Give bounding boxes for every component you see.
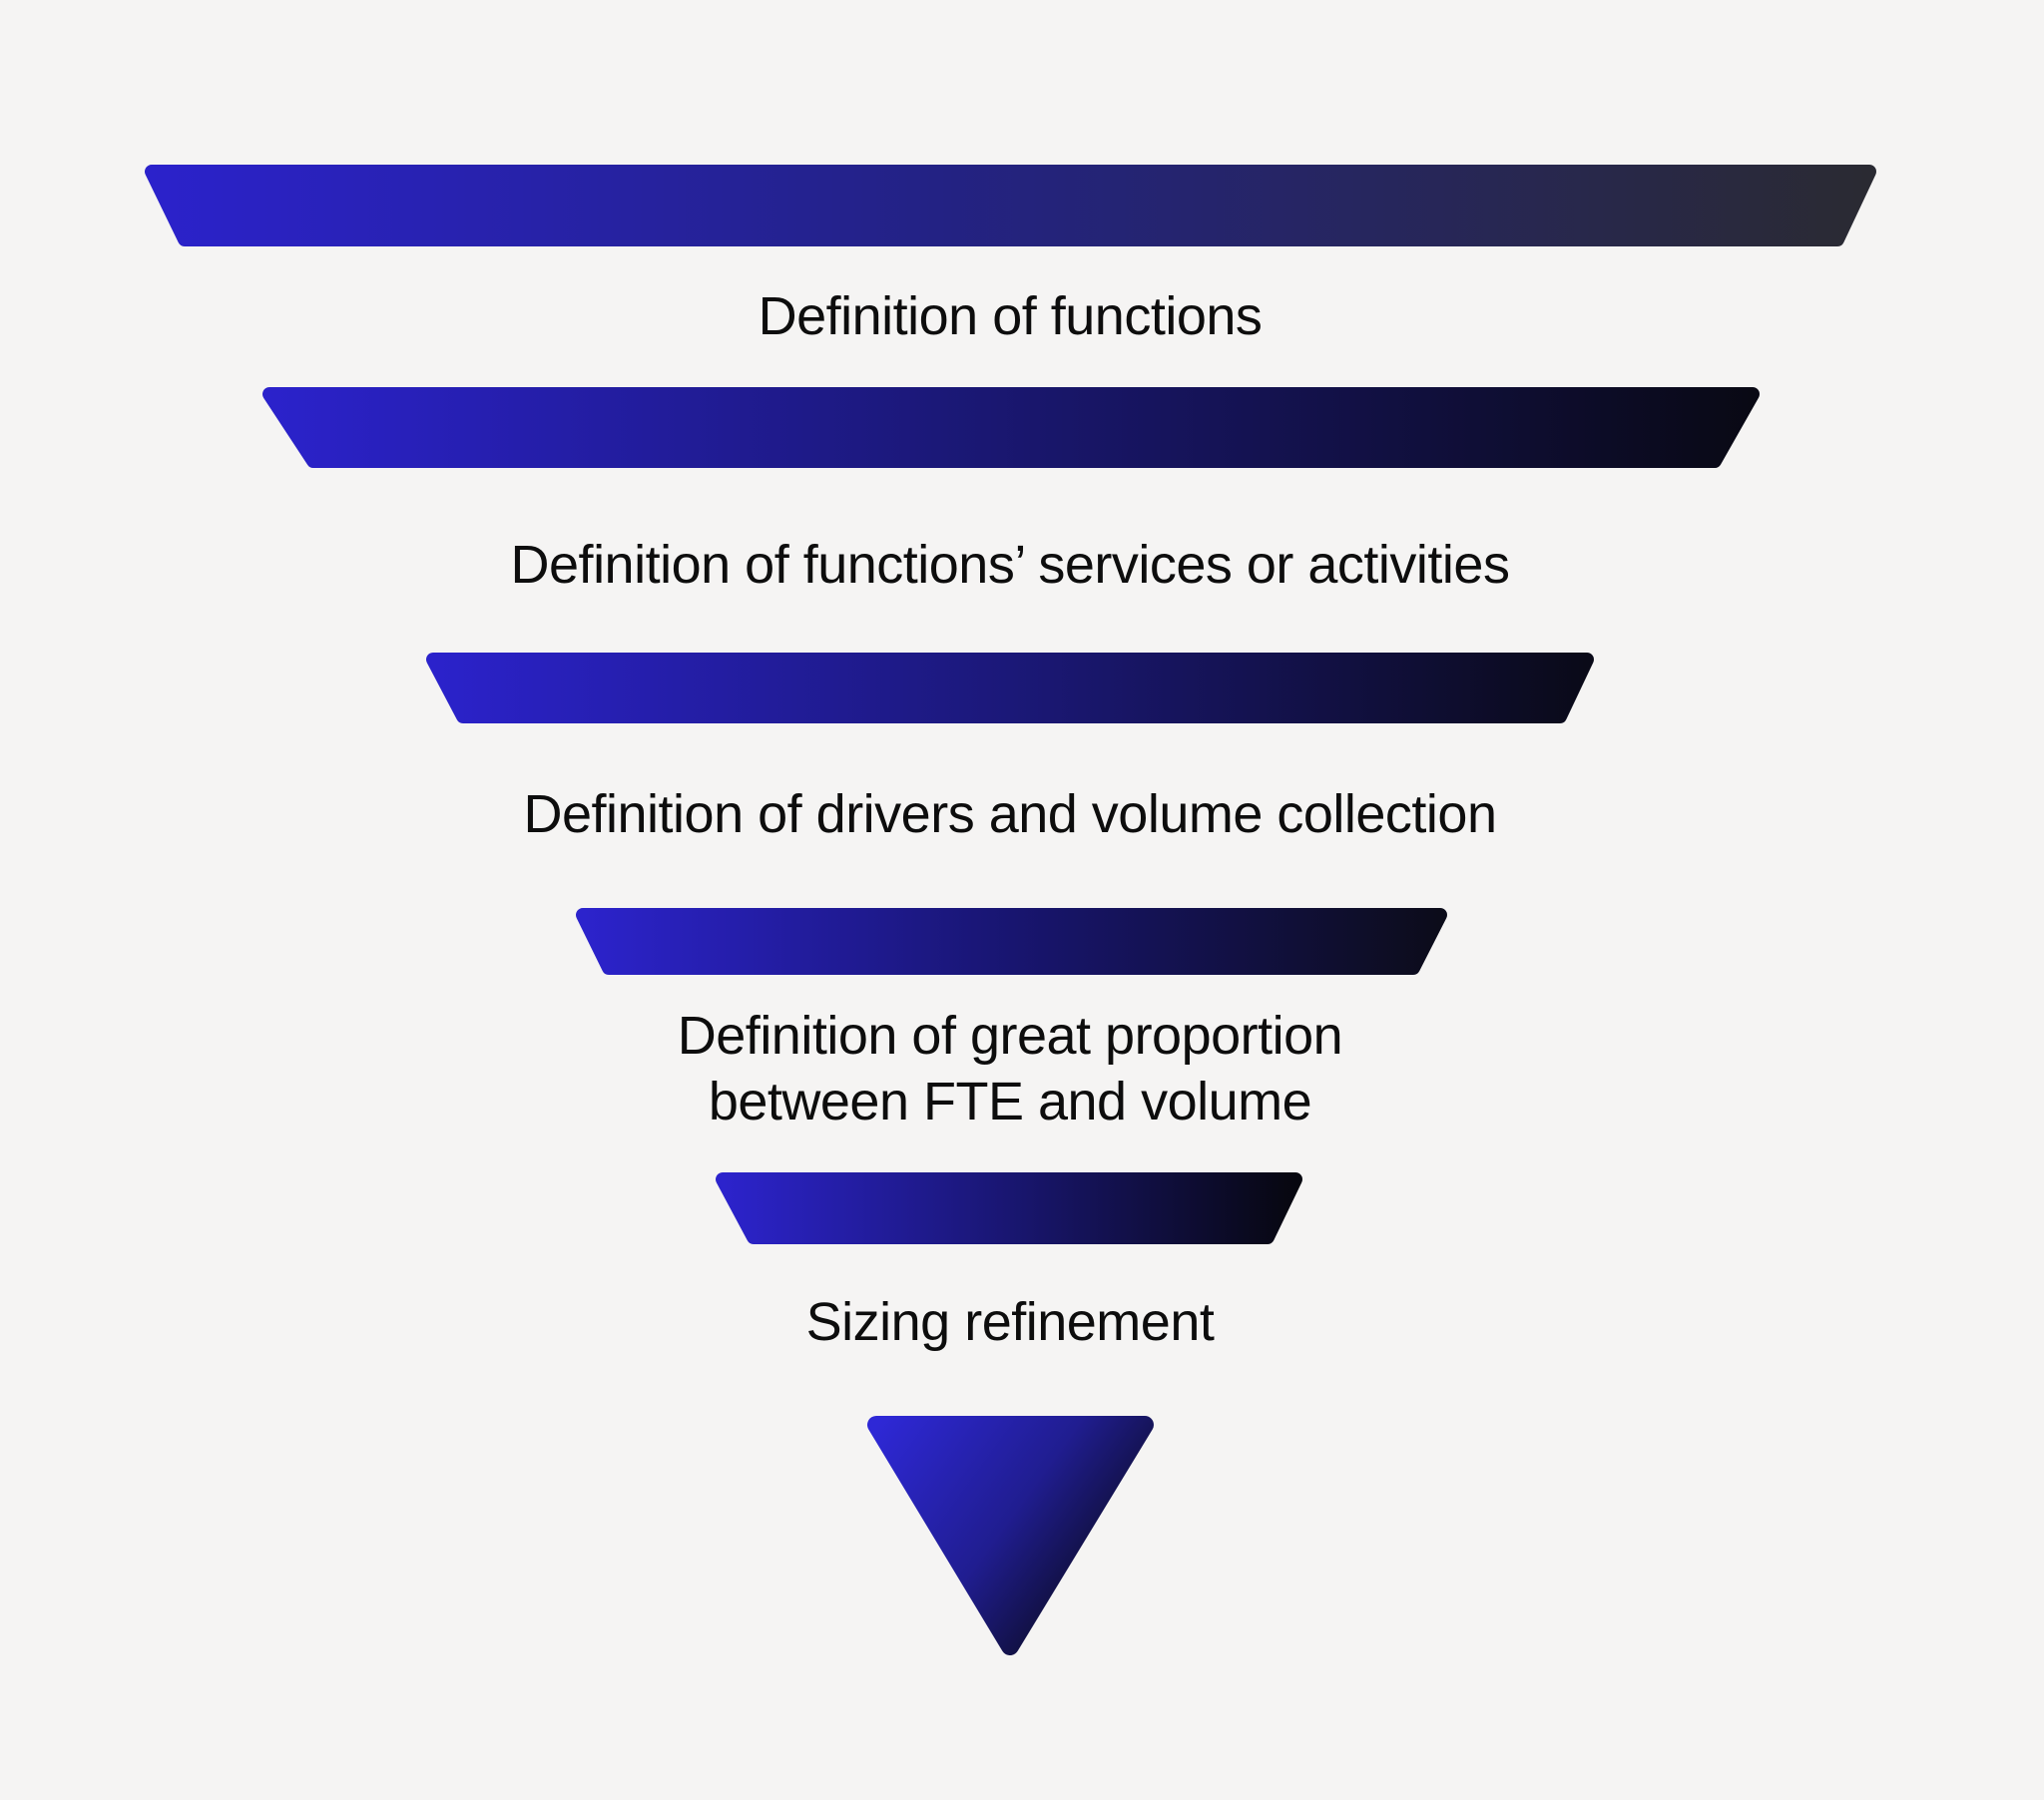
funnel-bar-4 — [576, 908, 1447, 975]
stage-label-services-or-activities: Definition of functions’ services or act… — [510, 535, 1510, 595]
funnel-bar-1 — [145, 165, 1876, 246]
funnel-triangle — [867, 1416, 1154, 1655]
funnel-bar-3 — [426, 653, 1594, 723]
stage-label-drivers-and-volume: Definition of drivers and volume collect… — [523, 784, 1498, 844]
funnel-bar-5 — [716, 1172, 1302, 1244]
funnel-bar-2 — [262, 387, 1760, 468]
stage-label-proportion-line-2: between FTE and volume — [708, 1072, 1312, 1131]
stage-label-definition-of-functions: Definition of functions — [758, 286, 1263, 346]
stage-label-proportion-fte-volume: Definition of great proportion between F… — [12, 1003, 2008, 1134]
stage-label-proportion-line-1: Definition of great proportion — [677, 1006, 1343, 1066]
stage-label-sizing-refinement: Sizing refinement — [805, 1292, 1215, 1352]
